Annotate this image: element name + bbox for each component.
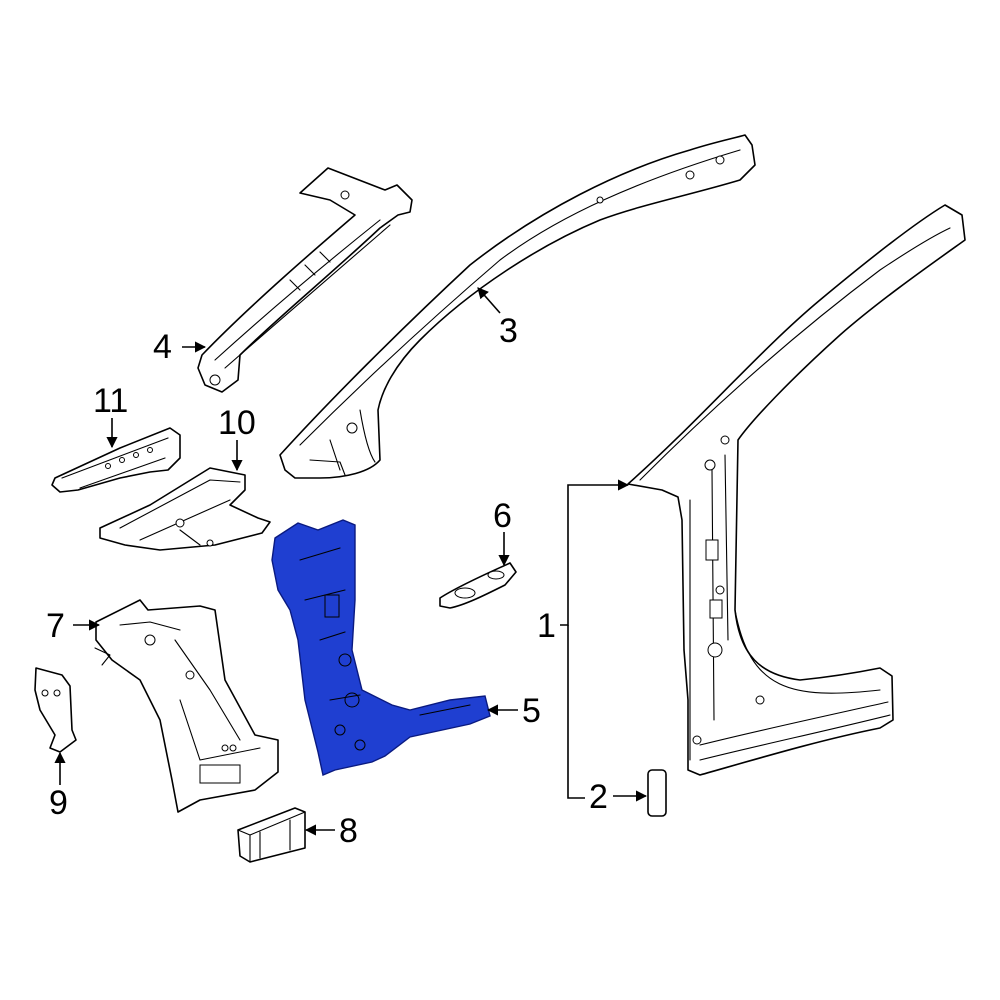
part-8-bracket xyxy=(237,807,306,863)
part-4-reinforcement xyxy=(197,167,413,393)
leader-lines xyxy=(54,287,648,836)
callout-8: 8 xyxy=(339,812,358,850)
part-10-floor-bracket xyxy=(99,467,271,551)
callout-labels: 1 2 3 4 5 6 7 8 9 10 11 xyxy=(46,312,608,850)
callout-7: 7 xyxy=(46,607,65,645)
callout-2: 2 xyxy=(589,778,608,816)
part-5-pillar-highlighted xyxy=(271,519,491,776)
part-6-bracket xyxy=(439,562,517,609)
part-9-plate xyxy=(34,667,77,753)
callout-3: 3 xyxy=(499,312,518,350)
callout-4: 4 xyxy=(153,328,172,366)
callout-9: 9 xyxy=(49,784,68,822)
part-3-roof-rail xyxy=(279,134,756,479)
callout-6: 6 xyxy=(493,497,512,535)
part-1-side-panel xyxy=(627,204,966,776)
callout-5: 5 xyxy=(522,692,541,730)
callout-11: 11 xyxy=(93,382,128,420)
part-7-lower-pillar xyxy=(94,599,279,813)
callout-10: 10 xyxy=(218,404,256,442)
part-2-plug xyxy=(647,769,667,817)
callout-1: 1 xyxy=(537,607,556,645)
part-11-rail-piece xyxy=(51,427,181,493)
